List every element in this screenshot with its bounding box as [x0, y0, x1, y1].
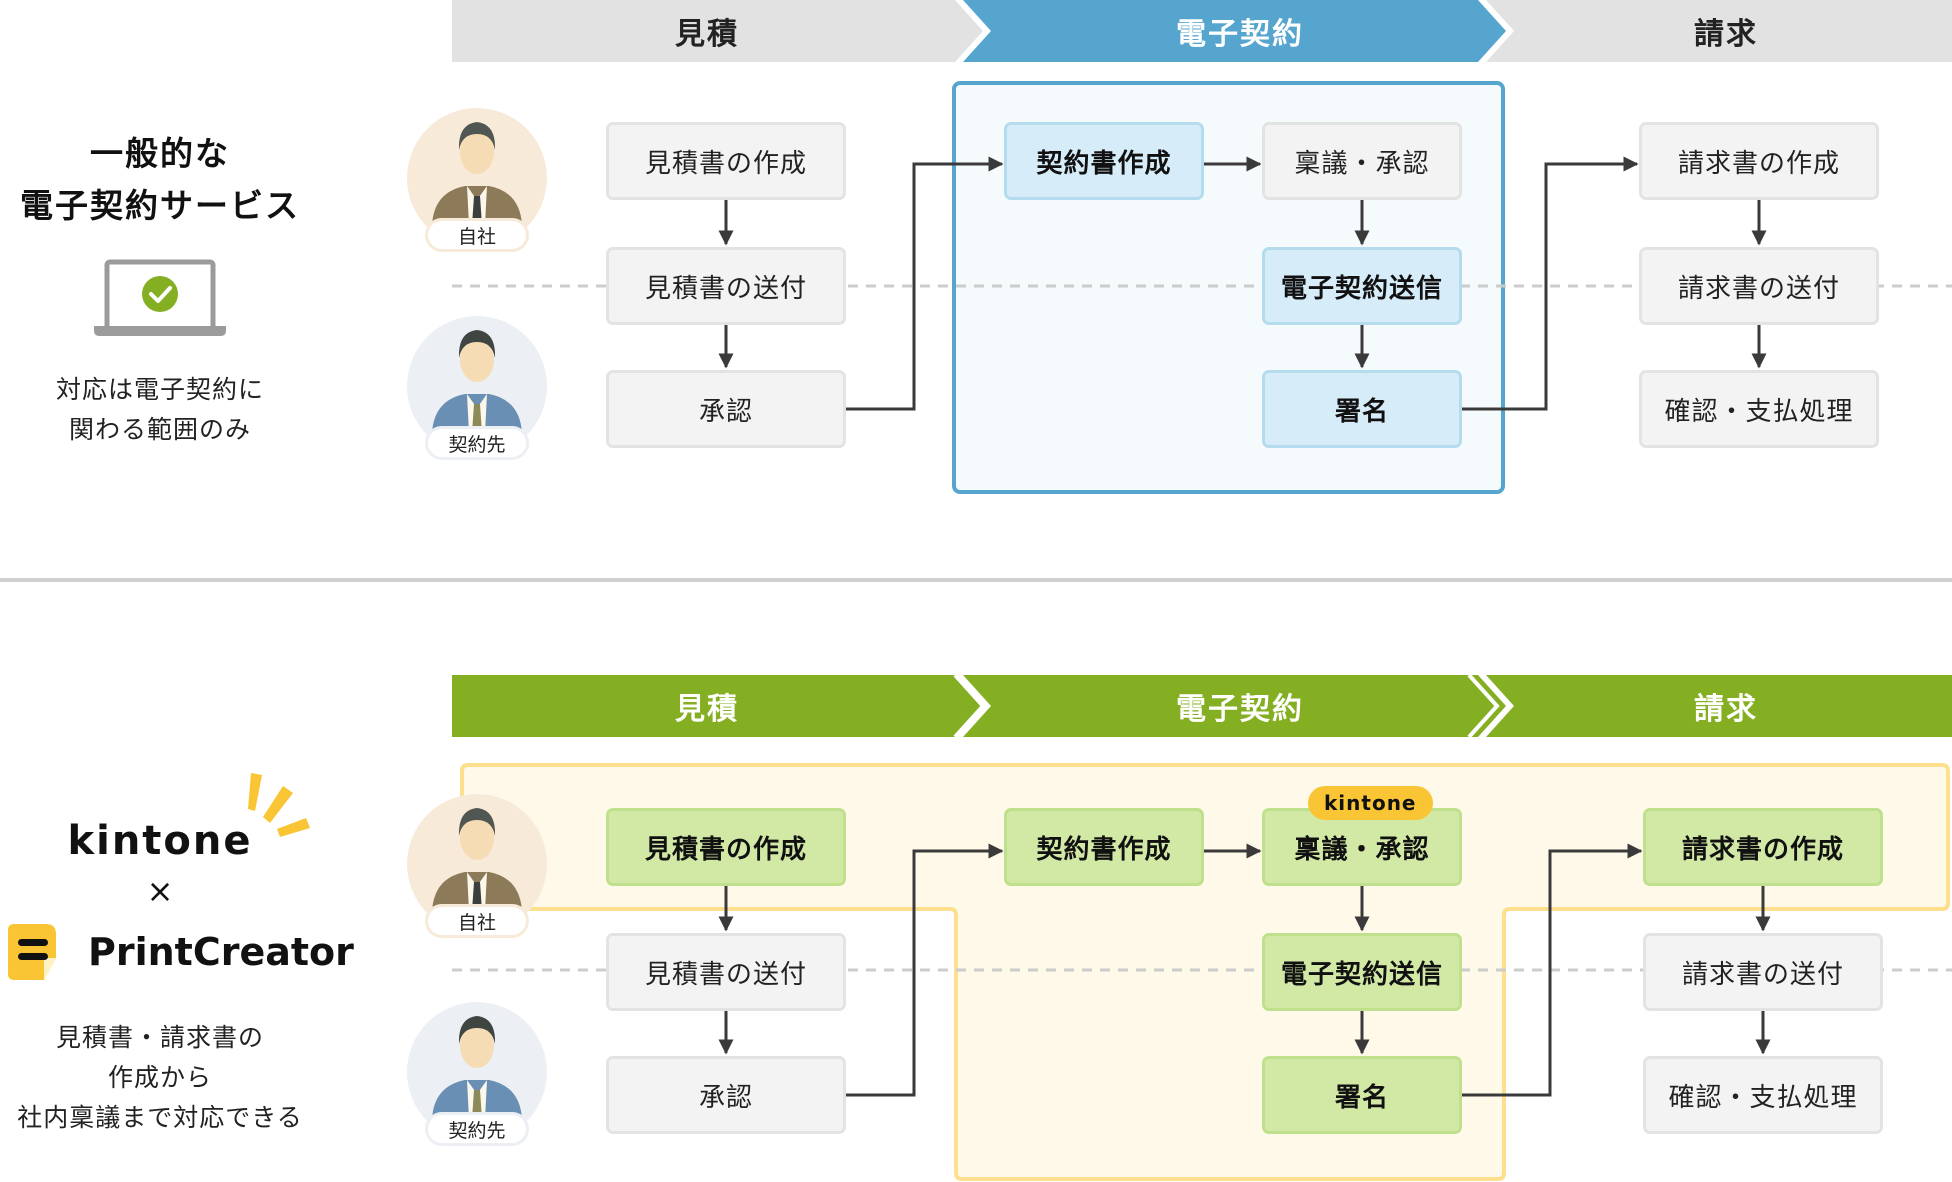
stage-invoice-bar [1486, 0, 1952, 62]
step-create-contract: 契約書作成 [1004, 122, 1204, 200]
avatar-own-company [407, 108, 547, 248]
stage-invoice-bar [1486, 675, 1952, 737]
step-confirm-payment: 確認・支払処理 [1639, 370, 1879, 448]
sparkle-icon [248, 773, 310, 837]
role-label-client: 契約先 [425, 1112, 529, 1146]
arrow [1462, 843, 1643, 1097]
description-line: 関わる範囲のみ [68, 415, 251, 444]
kintone-badge: kintone [1308, 786, 1433, 820]
role-label-own-company: 自社 [425, 218, 529, 252]
step-send-invoice: 請求書の送付 [1643, 933, 1883, 1011]
printcreator-logo-icon [8, 924, 56, 980]
step-signature: 署名 [1262, 370, 1462, 448]
bottom-description: 見積書・請求書の 作成から 社内稟議まで対応できる [0, 1018, 320, 1138]
step-internal-approval: 稟議・承認 [1262, 122, 1462, 200]
times-symbol: × [146, 872, 174, 910]
description-line: 作成から [107, 1063, 212, 1092]
stage-contract-bar [963, 0, 1506, 62]
stage-separator [953, 673, 986, 739]
stage-label-contract: 電子契約 [1176, 692, 1304, 727]
stage-label-invoice: 請求 [1694, 692, 1758, 727]
step-create-estimate: 見積書の作成 [606, 122, 846, 200]
printcreator-brand: PrintCreator [88, 930, 354, 974]
heading-line: 電子契約サービス [20, 186, 300, 225]
step-create-contract: 契約書作成 [1004, 808, 1204, 886]
description-line: 社内稟議まで対応できる [17, 1103, 303, 1132]
laptop-check-icon [94, 259, 226, 336]
stage-label-contract: 電子契約 [1176, 17, 1304, 52]
stage-label-estimate: 見積 [675, 692, 739, 727]
step-send-esign: 電子契約送信 [1262, 247, 1462, 325]
avatar-client [407, 1002, 547, 1142]
step-send-esign: 電子契約送信 [1262, 933, 1462, 1011]
description-line: 見積書・請求書の [55, 1023, 264, 1052]
step-create-invoice: 請求書の作成 [1643, 808, 1883, 886]
stage-label-invoice: 請求 [1694, 17, 1758, 52]
step-send-invoice: 請求書の送付 [1639, 247, 1879, 325]
avatar-own-company [407, 794, 547, 934]
top-heading: 一般的な 電子契約サービス [0, 128, 320, 232]
step-signature: 署名 [1262, 1056, 1462, 1134]
arrow [846, 156, 1004, 411]
role-label-client: 契約先 [425, 426, 529, 460]
top-description: 対応は電子契約に 関わる範囲のみ [0, 370, 320, 450]
avatar-client [407, 316, 547, 456]
kintone-brand: kintone [67, 818, 253, 864]
arrow [846, 843, 1004, 1097]
step-create-estimate: 見積書の作成 [606, 808, 846, 886]
stage-contract-bar [963, 675, 1506, 737]
description-line: 対応は電子契約に [55, 375, 264, 404]
step-approve-estimate: 承認 [606, 370, 846, 448]
stage-separator [1467, 673, 1500, 739]
step-approve-estimate: 承認 [606, 1056, 846, 1134]
stage-label-estimate: 見積 [675, 17, 739, 52]
role-label-own-company: 自社 [425, 904, 529, 938]
step-confirm-payment: 確認・支払処理 [1643, 1056, 1883, 1134]
step-send-estimate: 見積書の送付 [606, 933, 846, 1011]
stage-estimate-bar [452, 0, 983, 62]
step-create-invoice: 請求書の作成 [1639, 122, 1879, 200]
heading-line: 一般的な [90, 134, 230, 173]
section-divider [0, 578, 1952, 582]
stage-estimate-bar [452, 675, 983, 737]
arrow [1462, 156, 1639, 411]
step-send-estimate: 見積書の送付 [606, 247, 846, 325]
